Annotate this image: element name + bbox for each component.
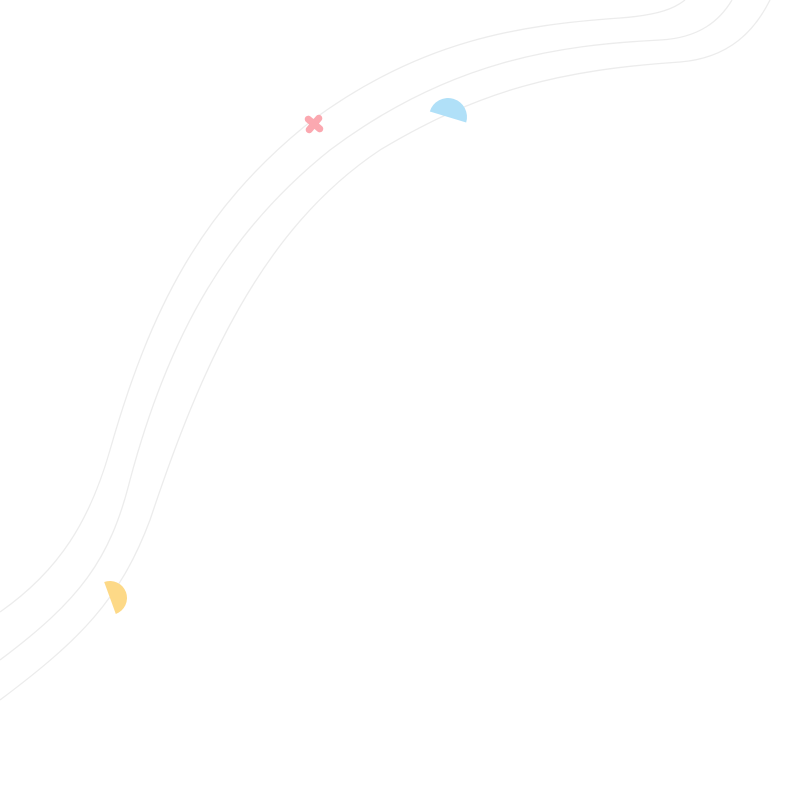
wave-line-2 xyxy=(0,0,733,661)
wave-line-3 xyxy=(0,0,771,701)
wave-line-1 xyxy=(0,0,686,613)
half-circle-yellow xyxy=(104,581,127,614)
cross-icon xyxy=(304,114,324,134)
half-circle-blue xyxy=(429,98,467,123)
